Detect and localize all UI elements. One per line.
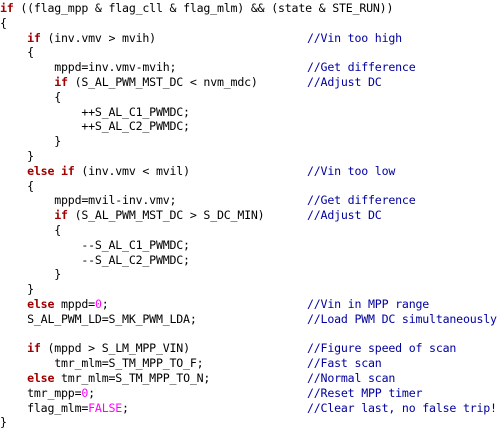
- code-token: ;: [122, 400, 129, 415]
- code-token: S_AL_PWM_LD=S_MK_PWM_LDA;: [0, 311, 197, 326]
- code-line: }: [0, 415, 7, 430]
- code-comment: //Vin too low: [307, 163, 396, 178]
- code-token: (S_AL_PWM_MST_DC > S_DC_MIN): [67, 208, 265, 223]
- code-token: [0, 371, 27, 385]
- code-token: ;: [101, 297, 109, 311]
- code-token: }: [0, 267, 62, 282]
- code-line: if (S_AL_PWM_MST_DC > S_DC_MIN): [0, 208, 264, 223]
- code-line: {: [0, 179, 34, 194]
- code-line: if (inv.vmv > mvih): [0, 31, 156, 46]
- code-line: tmr_mpp=0;: [0, 386, 95, 401]
- code-line: {: [0, 16, 7, 31]
- code-line: ++S_AL_C1_PWMDC;: [0, 105, 190, 120]
- code-token: {: [0, 178, 34, 193]
- code-line: if (mppd > S_LM_MPP_VIN): [0, 341, 190, 356]
- code-line: }: [0, 282, 34, 297]
- keyword-token: else: [27, 371, 55, 385]
- code-comment: //Vin too high: [307, 30, 402, 45]
- code-line: if (S_AL_PWM_MST_DC < nvm_mdc): [0, 75, 258, 90]
- code-comment: //Get difference: [307, 60, 416, 75]
- code-line: }: [0, 134, 61, 149]
- code-token: [0, 297, 27, 311]
- code-token: [0, 208, 54, 222]
- code-line: }: [0, 149, 34, 164]
- code-token: ((flag_mpp & flag_cll & flag_mlm) && (st…: [13, 1, 394, 15]
- keyword-token: else: [27, 163, 55, 178]
- code-comment: //Clear last, no false trip!: [307, 400, 497, 415]
- code-token: tmr_mlm=S_TM_MPP_TO_N;: [54, 371, 211, 385]
- code-line: else mppd=0;: [0, 297, 109, 312]
- code-token: ;: [88, 385, 95, 400]
- keyword-token: if: [27, 341, 41, 356]
- code-token: [0, 75, 54, 89]
- code-token: [54, 164, 61, 178]
- code-line: flag_mlm=FALSE;: [0, 401, 129, 416]
- code-token: [0, 341, 27, 355]
- code-token: (S_AL_PWM_MST_DC < nvm_mdc): [67, 75, 258, 89]
- code-token: }: [0, 149, 34, 163]
- code-token: mppd=mvil-inv.vmv;: [0, 193, 177, 208]
- code-token: mppd=inv.vmv-mvih;: [0, 60, 177, 75]
- keyword-token: if: [61, 163, 75, 178]
- code-line: {: [0, 45, 34, 60]
- code-token: tmr_mlm=S_TM_MPP_TO_F;: [0, 356, 204, 371]
- keyword-token: if: [27, 30, 41, 45]
- code-token: }: [0, 282, 34, 297]
- code-line: else if (inv.vmv < mvil): [0, 164, 190, 179]
- keyword-token: else: [27, 297, 55, 311]
- code-comment: //Get difference: [307, 193, 416, 208]
- code-line: --S_AL_C2_PWMDC;: [0, 253, 190, 268]
- code-line: }: [0, 267, 61, 282]
- code-token: --S_AL_C1_PWMDC;: [0, 237, 190, 252]
- code-token: {: [0, 15, 7, 30]
- code-line: S_AL_PWM_LD=S_MK_PWM_LDA;: [0, 312, 197, 327]
- code-comment: //Load PWM DC simultaneously: [307, 311, 497, 326]
- code-comment: //Normal scan: [307, 371, 396, 385]
- code-token: ++S_AL_C2_PWMDC;: [0, 119, 190, 134]
- code-token: {: [0, 89, 62, 104]
- code-line: mppd=inv.vmv-mvih;: [0, 60, 176, 75]
- code-line: else tmr_mlm=S_TM_MPP_TO_N;: [0, 371, 210, 386]
- literal-token: 0: [94, 297, 102, 311]
- code-token: {: [0, 45, 34, 60]
- keyword-token: if: [54, 75, 68, 89]
- code-comment: //Adjust DC: [307, 75, 382, 89]
- code-token: }: [0, 134, 62, 149]
- code-comment: //Adjust DC: [307, 208, 382, 223]
- code-token: (inv.vmv > mvih): [40, 30, 156, 45]
- code-token: {: [0, 223, 62, 237]
- code-line: mppd=mvil-inv.vmv;: [0, 193, 176, 208]
- code-token: }: [0, 415, 7, 430]
- code-line: ++S_AL_C2_PWMDC;: [0, 119, 190, 134]
- code-line: if ((flag_mpp & flag_cll & flag_mlm) && …: [0, 1, 393, 16]
- code-line: {: [0, 223, 61, 238]
- code-comment: //Fast scan: [307, 356, 382, 371]
- code-line: tmr_mlm=S_TM_MPP_TO_F;: [0, 356, 203, 371]
- keyword-token: if: [0, 1, 14, 15]
- code-line: --S_AL_C1_PWMDC;: [0, 238, 190, 253]
- code-token: tmr_mpp=: [0, 385, 82, 400]
- code-token: (inv.vmv < mvil): [74, 163, 190, 178]
- code-comment: //Figure speed of scan: [307, 341, 457, 356]
- code-token: [0, 164, 27, 178]
- code-token: [0, 31, 27, 45]
- literal-token: FALSE: [88, 400, 123, 415]
- code-token: --S_AL_C2_PWMDC;: [0, 252, 190, 267]
- code-token: (mppd > S_LM_MPP_VIN): [40, 341, 190, 356]
- literal-token: 0: [81, 385, 89, 400]
- code-comment: //Reset MPP timer: [307, 385, 423, 400]
- code-comment: //Vin in MPP range: [307, 297, 430, 311]
- code-token: flag_mlm=: [0, 400, 89, 415]
- code-token: ++S_AL_C1_PWMDC;: [0, 104, 190, 119]
- keyword-token: if: [54, 208, 68, 223]
- code-line: {: [0, 90, 61, 105]
- code-token: mppd=: [54, 297, 95, 311]
